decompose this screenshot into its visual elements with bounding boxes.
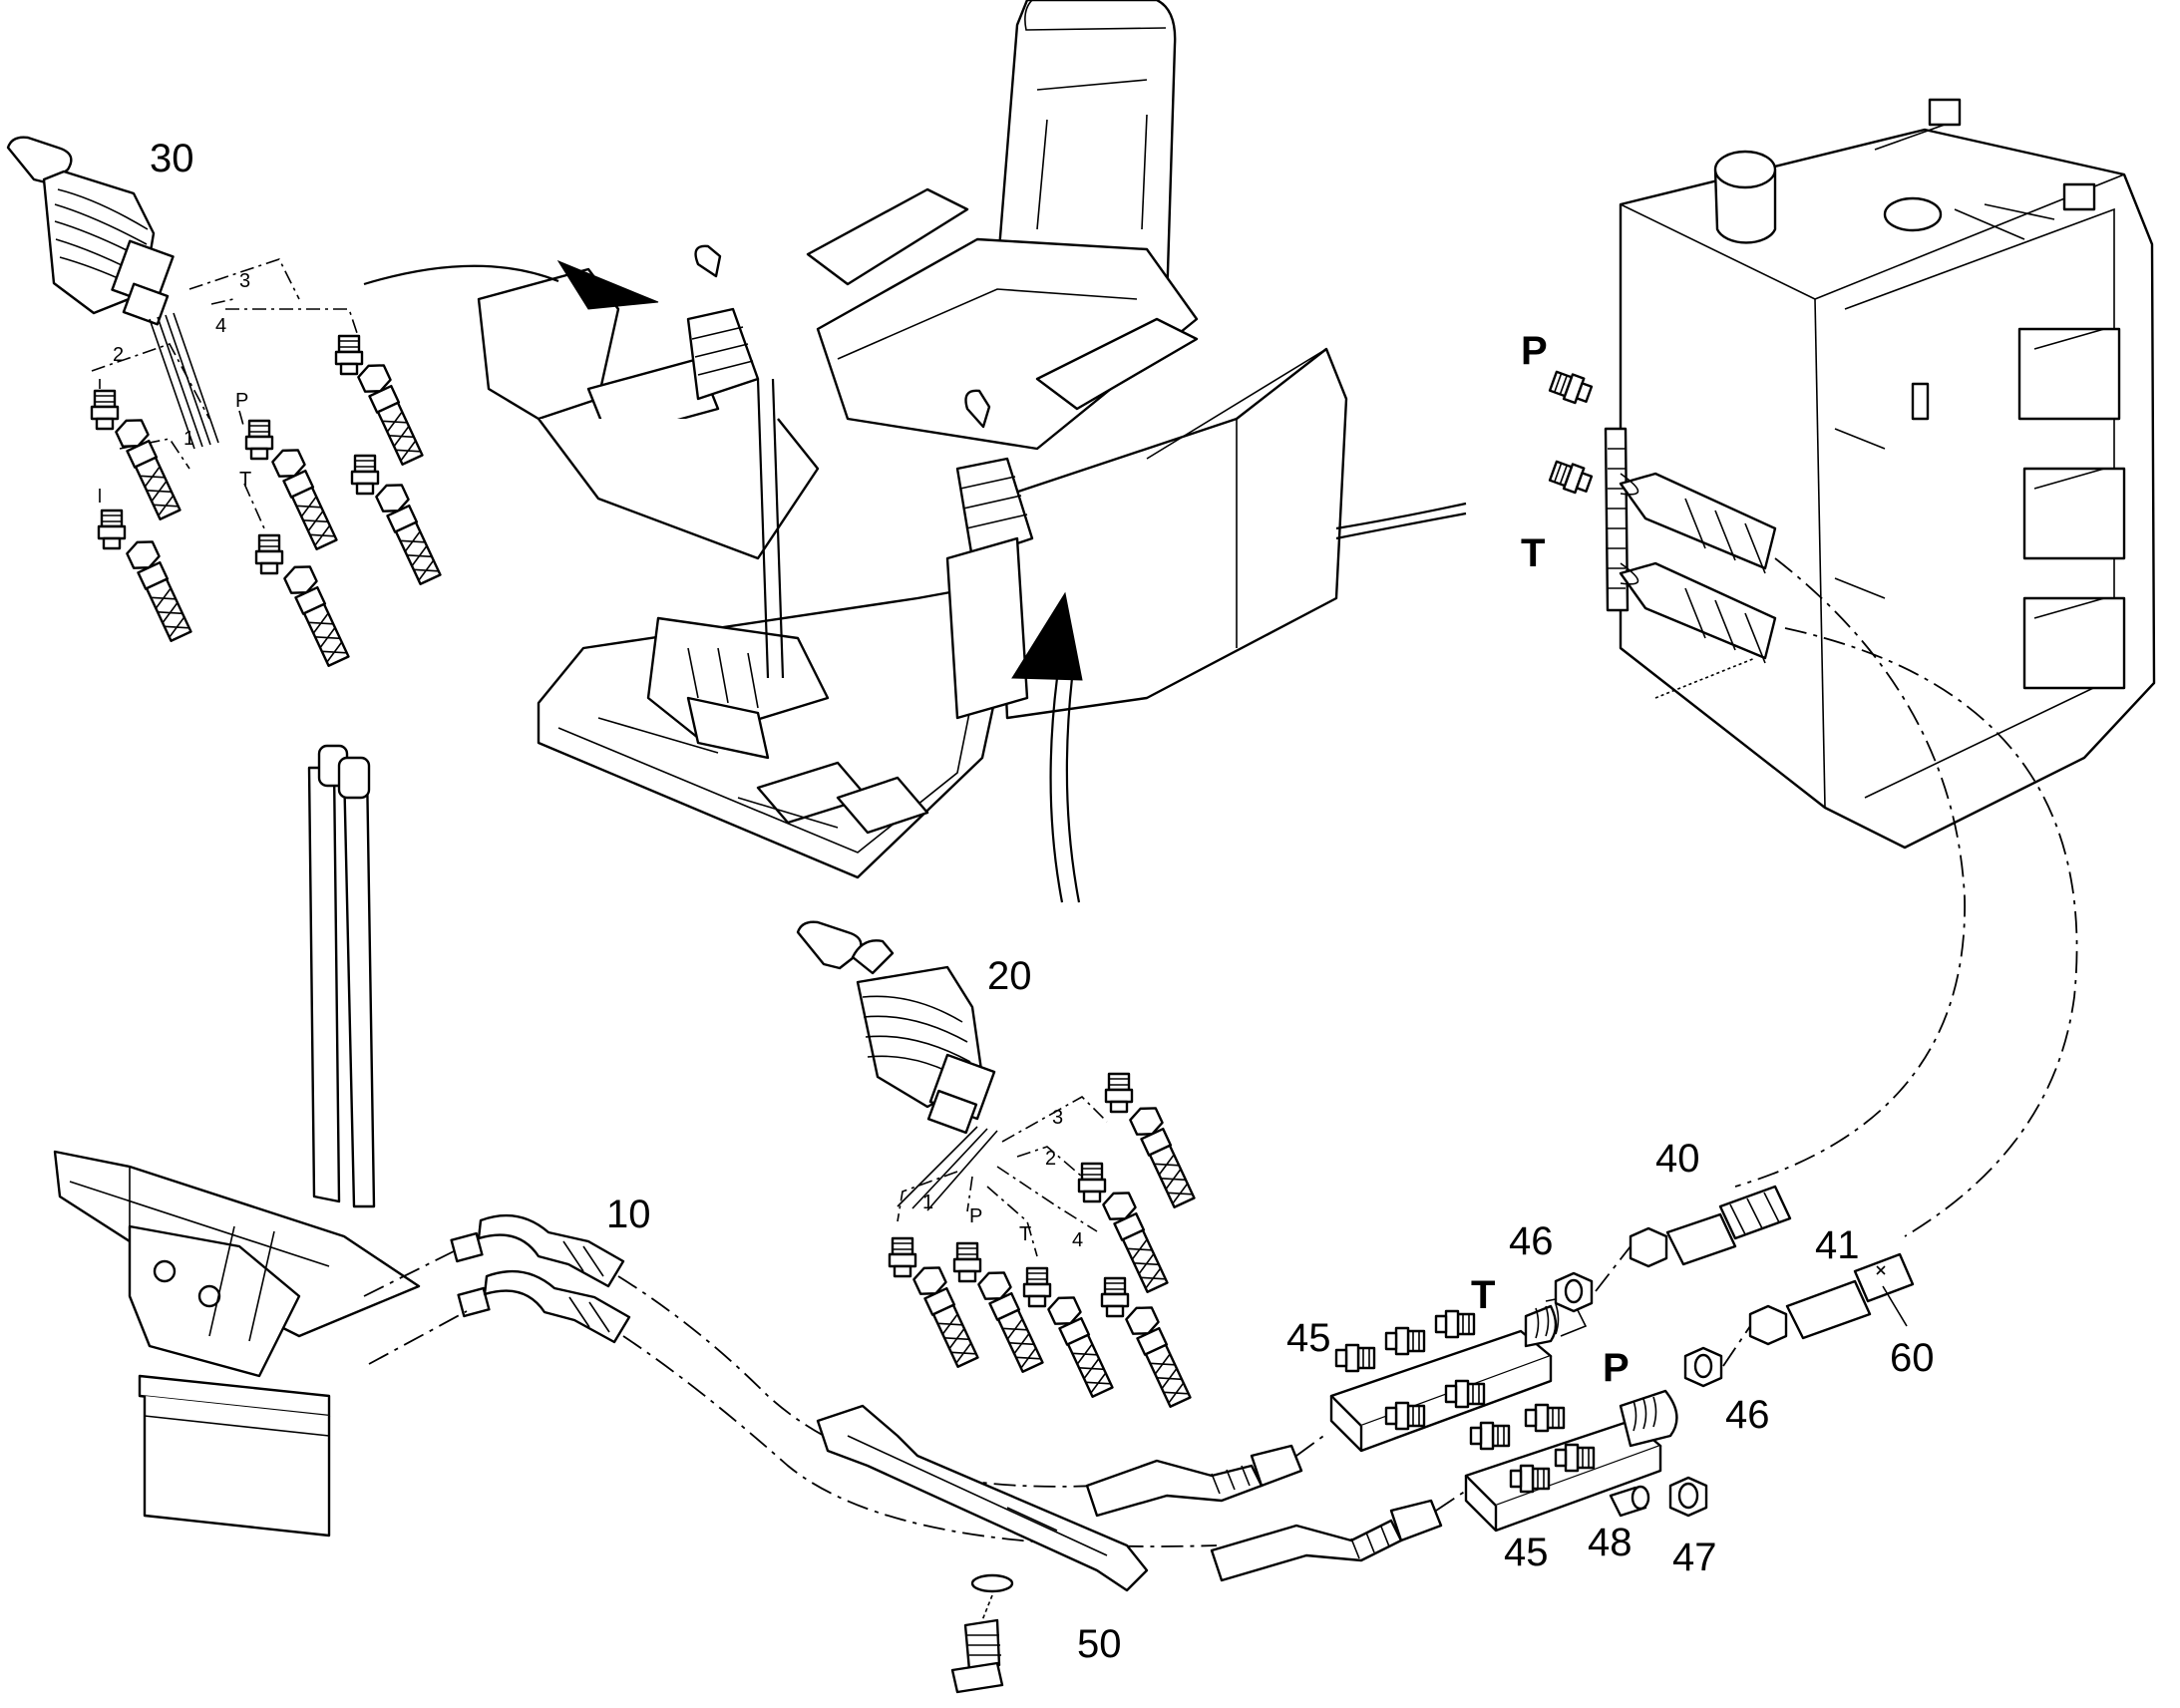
pedal-10-hoses	[450, 1213, 631, 1344]
hose-to-manifold-lower	[1210, 1490, 1467, 1582]
manifold-port-t: T	[1471, 1273, 1495, 1317]
callout-48: 48	[1588, 1521, 1633, 1564]
callout-45-upper: 45	[1286, 1316, 1331, 1360]
cabinet-port-t: T	[1521, 531, 1545, 575]
operator-cab-assembly	[363, 0, 1467, 903]
line-label-1: 1	[183, 428, 194, 450]
line-label-t: T	[1019, 1223, 1031, 1245]
line-label-4: 4	[215, 315, 226, 337]
line-label-3: 3	[239, 270, 250, 292]
joystick-20	[796, 920, 998, 1211]
cabinet-port-p: P	[1521, 329, 1548, 373]
control-cabinet	[1547, 98, 2156, 850]
connector-40	[1629, 1185, 1792, 1268]
pedal-valve-10	[53, 744, 421, 1537]
hose-to-manifold-upper	[1085, 1433, 1327, 1518]
line-label-2: 2	[113, 344, 124, 366]
connector-41	[1748, 1252, 1915, 1346]
callout-41: 41	[1815, 1223, 1860, 1267]
callout-47: 47	[1672, 1536, 1717, 1579]
callout-30: 30	[150, 137, 194, 180]
manifold-block-upper-45	[1329, 1295, 1588, 1453]
cap-47	[1668, 1476, 1708, 1518]
nut-46-upper	[1554, 1271, 1594, 1313]
callout-50: 50	[1077, 1622, 1122, 1666]
joystick-30-fittings	[90, 334, 445, 669]
callout-40: 40	[1655, 1137, 1700, 1181]
callout-46-upper: 46	[1509, 1219, 1554, 1263]
manifold-port-p: P	[1603, 1346, 1630, 1390]
callout-46-lower: 46	[1725, 1393, 1770, 1437]
joystick-20-fittings	[888, 1072, 1199, 1410]
line-label-p: P	[235, 390, 248, 412]
line-label-1: 1	[922, 1192, 933, 1213]
joystick-20-line-labels: 3 2 1 P T 4	[897, 1096, 1108, 1257]
joystick-30-line-labels: 3 4 2 1 P T	[91, 258, 360, 529]
callout-60: 60	[1890, 1336, 1935, 1380]
callout-10: 10	[606, 1193, 651, 1236]
callout-45-lower: 45	[1504, 1531, 1549, 1574]
bracket-50	[816, 1404, 1149, 1694]
plug-48	[1609, 1485, 1650, 1518]
joystick-30	[6, 136, 219, 450]
line-label-2: 2	[1045, 1148, 1056, 1170]
line-label-3: 3	[1052, 1107, 1063, 1129]
line-label-4: 4	[1072, 1229, 1083, 1251]
line-label-t: T	[239, 469, 251, 491]
manifold-block-lower-45	[1464, 1389, 1678, 1533]
line-label-p: P	[969, 1205, 982, 1227]
callout-20: 20	[987, 954, 1032, 998]
nut-46-lower	[1683, 1346, 1723, 1388]
